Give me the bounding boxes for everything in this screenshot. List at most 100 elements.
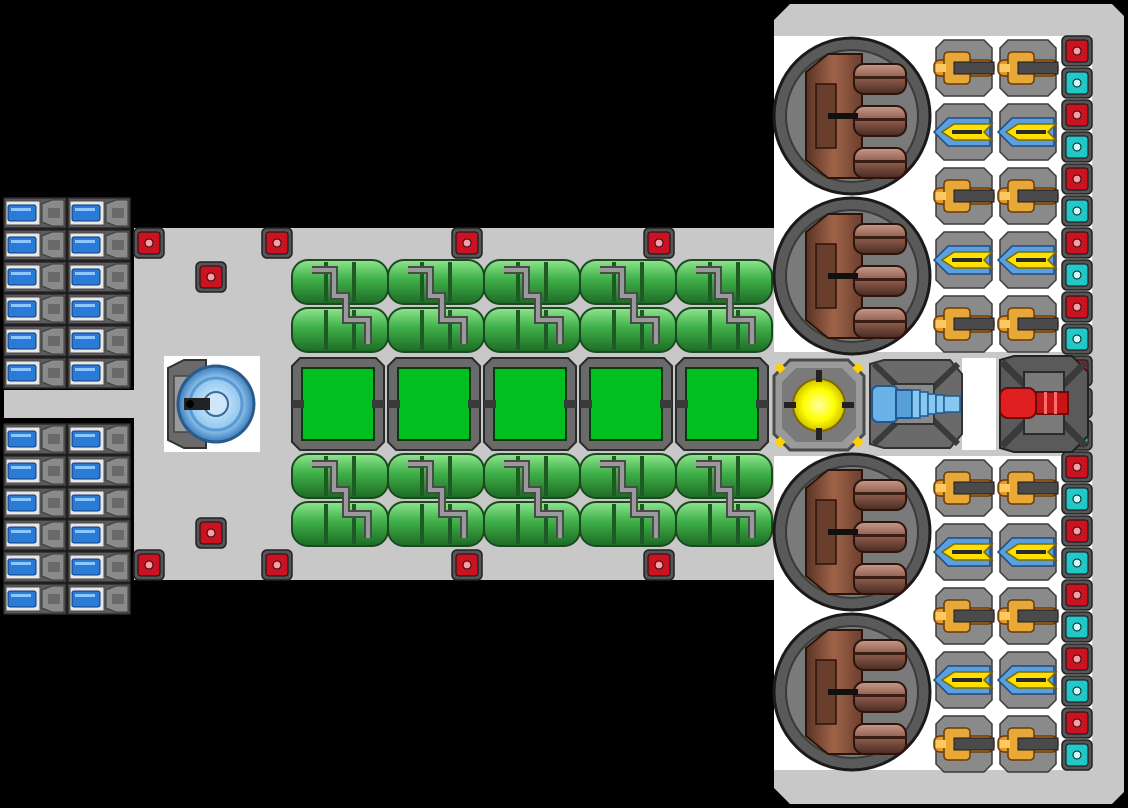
autocannon[interactable] — [933, 295, 995, 353]
cargo-block[interactable] — [483, 357, 577, 451]
battery-cell[interactable] — [3, 583, 67, 615]
fuel-tank-array — [291, 259, 773, 547]
power-node-red[interactable] — [451, 227, 483, 259]
power-node-red[interactable] — [643, 549, 675, 581]
fuel-tank[interactable] — [387, 259, 485, 353]
power-node-red[interactable] — [1061, 707, 1093, 739]
power-node-red[interactable] — [1061, 163, 1093, 195]
shield-generator[interactable] — [167, 359, 256, 449]
power-node-red[interactable] — [261, 227, 293, 259]
power-node-cyan[interactable] — [1061, 323, 1093, 355]
missile-launcher[interactable] — [772, 196, 932, 356]
power-node-cyan[interactable] — [1061, 195, 1093, 227]
battery-cell[interactable] — [67, 487, 131, 519]
cargo-block[interactable] — [675, 357, 769, 451]
power-node-cyan[interactable] — [1061, 675, 1093, 707]
battery-cell[interactable] — [67, 357, 131, 389]
power-node-cyan[interactable] — [1061, 483, 1093, 515]
battery-cell[interactable] — [3, 229, 67, 261]
battery-cell[interactable] — [3, 519, 67, 551]
power-node-red[interactable] — [1061, 35, 1093, 67]
battery-cell[interactable] — [3, 261, 67, 293]
battery-cell[interactable] — [67, 583, 131, 615]
missile-launcher[interactable] — [772, 612, 932, 772]
laser-turret[interactable] — [932, 103, 994, 161]
laser-turret[interactable] — [932, 231, 994, 289]
fuel-tank[interactable] — [483, 259, 581, 353]
battery-cell[interactable] — [3, 455, 67, 487]
missile-launchers — [772, 36, 932, 772]
battery-cell[interactable] — [67, 229, 131, 261]
battery-cell[interactable] — [3, 487, 67, 519]
autocannon[interactable] — [933, 459, 995, 517]
fuel-tank[interactable] — [675, 259, 773, 353]
power-node-cyan[interactable] — [1061, 67, 1093, 99]
battery-cell[interactable] — [3, 325, 67, 357]
laser-turret[interactable] — [932, 523, 994, 581]
power-node-cyan[interactable] — [1061, 131, 1093, 163]
power-node-red[interactable] — [1061, 291, 1093, 323]
battery-cell[interactable] — [67, 423, 131, 455]
battery-cell[interactable] — [67, 519, 131, 551]
laser-turret[interactable] — [996, 231, 1058, 289]
power-node-red[interactable] — [261, 549, 293, 581]
fuel-tank[interactable] — [291, 259, 389, 353]
power-node-cyan[interactable] — [1061, 259, 1093, 291]
power-node-cyan[interactable] — [1061, 547, 1093, 579]
power-node-red[interactable] — [133, 227, 165, 259]
thruster-red[interactable] — [999, 355, 1089, 453]
autocannon[interactable] — [933, 39, 995, 97]
autocannon[interactable] — [997, 715, 1059, 773]
laser-turret[interactable] — [996, 651, 1058, 709]
missile-launcher[interactable] — [772, 452, 932, 612]
power-node-red[interactable] — [133, 549, 165, 581]
battery-cell[interactable] — [3, 293, 67, 325]
battery-cell[interactable] — [67, 197, 131, 229]
reactor-core[interactable] — [772, 358, 866, 452]
autocannon[interactable] — [997, 167, 1059, 225]
power-node-red[interactable] — [1061, 579, 1093, 611]
power-node-cyan[interactable] — [1061, 739, 1093, 771]
battery-cell[interactable] — [3, 197, 67, 229]
autocannon[interactable] — [997, 295, 1059, 353]
autocannon[interactable] — [933, 587, 995, 645]
autocannon[interactable] — [997, 459, 1059, 517]
autocannon[interactable] — [997, 587, 1059, 645]
fuel-tank[interactable] — [483, 453, 581, 547]
power-node-red[interactable] — [451, 549, 483, 581]
cargo-block[interactable] — [291, 357, 385, 451]
cargo-block[interactable] — [579, 357, 673, 451]
power-node-red[interactable] — [195, 261, 227, 293]
fuel-tank[interactable] — [579, 259, 677, 353]
battery-cell[interactable] — [67, 455, 131, 487]
battery-cell[interactable] — [3, 423, 67, 455]
power-node-red[interactable] — [1061, 515, 1093, 547]
power-node-red[interactable] — [195, 517, 227, 549]
power-node-red[interactable] — [1061, 227, 1093, 259]
laser-turret[interactable] — [996, 103, 1058, 161]
cargo-block[interactable] — [387, 357, 481, 451]
power-node-red[interactable] — [1061, 451, 1093, 483]
power-node-cyan[interactable] — [1061, 611, 1093, 643]
fuel-tank[interactable] — [387, 453, 485, 547]
laser-turret[interactable] — [932, 651, 994, 709]
battery-cell[interactable] — [67, 293, 131, 325]
laser-turret[interactable] — [996, 523, 1058, 581]
power-node-red[interactable] — [643, 227, 675, 259]
battery-cell[interactable] — [67, 261, 131, 293]
battery-cell[interactable] — [3, 551, 67, 583]
power-node-red[interactable] — [1061, 99, 1093, 131]
fuel-tank[interactable] — [291, 453, 389, 547]
fuel-tank[interactable] — [675, 453, 773, 547]
autocannon[interactable] — [933, 167, 995, 225]
battery-cell[interactable] — [67, 551, 131, 583]
autocannon[interactable] — [997, 39, 1059, 97]
battery-bank — [3, 197, 131, 615]
battery-cell[interactable] — [67, 325, 131, 357]
missile-launcher[interactable] — [772, 36, 932, 196]
battery-cell[interactable] — [3, 357, 67, 389]
power-node-red[interactable] — [1061, 643, 1093, 675]
thruster-blue[interactable] — [869, 359, 963, 449]
autocannon[interactable] — [933, 715, 995, 773]
